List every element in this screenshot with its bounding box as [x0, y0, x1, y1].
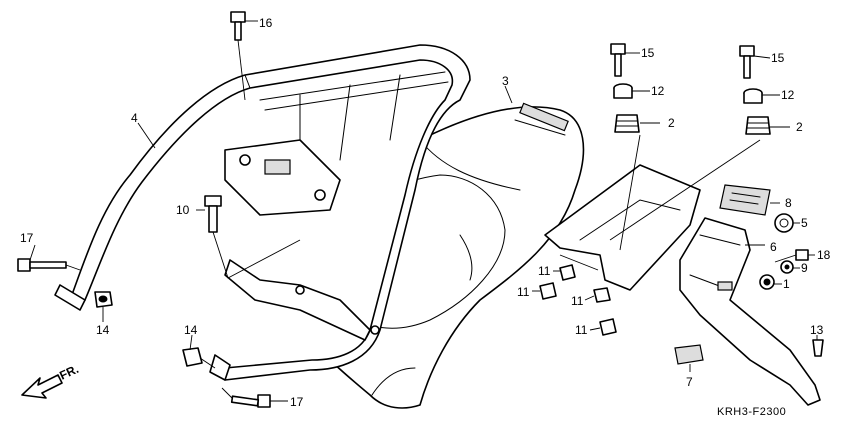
bolt-16 [230, 11, 246, 101]
callout-1: 1 [783, 277, 790, 291]
reflector-7 [674, 344, 704, 365]
grommet-2-left [614, 114, 640, 133]
callout-15-right: 15 [771, 51, 785, 65]
callout-5: 5 [801, 216, 808, 230]
direction-label: FR. [57, 362, 80, 383]
reflector-8 [719, 184, 771, 216]
bolt-17-bottom [221, 387, 271, 408]
callout-15-left: 15 [641, 46, 655, 60]
callout-17-left: 17 [20, 231, 34, 245]
callout-18: 18 [817, 248, 831, 262]
leader-lines [29, 20, 818, 402]
front-direction-arrow: FR. [21, 362, 81, 399]
nut-14-left [94, 291, 113, 308]
bolt-15-right [739, 45, 755, 79]
clip-11-a [559, 264, 576, 281]
callout-4: 4 [131, 111, 138, 125]
diagram-code: KRH3-F2300 [717, 406, 786, 418]
callout-3: 3 [502, 74, 509, 88]
callout-14-bottom: 14 [184, 323, 198, 337]
callout-12-left: 12 [651, 84, 665, 98]
callout-7: 7 [686, 375, 693, 389]
nut-14-bottom [182, 347, 216, 369]
rear-mudguard [679, 217, 821, 406]
nut-1 [759, 274, 775, 290]
bolt-17-left [17, 258, 81, 272]
callout-10: 10 [176, 203, 190, 217]
callout-11-a: 11 [538, 264, 551, 278]
clip-11-c [593, 287, 611, 303]
callout-13: 13 [810, 323, 824, 337]
callout-11-b: 11 [517, 285, 530, 299]
bolt-10 [204, 195, 301, 279]
callout-6: 6 [770, 240, 777, 254]
clip-11-b [539, 282, 557, 300]
grab-rail [54, 44, 471, 381]
callout-8: 8 [785, 196, 792, 210]
grommet-2-right [745, 116, 771, 135]
screw-13 [812, 339, 824, 357]
callout-2-right: 2 [796, 120, 803, 134]
callout-9: 9 [801, 261, 808, 275]
callout-14-left: 14 [96, 323, 110, 337]
collar-12-left [613, 83, 633, 99]
fender-stay [544, 134, 761, 291]
callout-11-c: 11 [571, 294, 584, 308]
callout-labels: 16 4 3 15 15 12 12 2 2 8 5 6 18 9 1 10 1… [20, 16, 831, 409]
callout-12-right: 12 [781, 88, 795, 102]
washer-9 [780, 260, 794, 274]
callout-2-left: 2 [668, 116, 675, 130]
bolt-15-left [610, 43, 626, 77]
clip-11-d [599, 318, 617, 336]
collar-12-right [743, 88, 763, 104]
callout-16: 16 [259, 16, 273, 30]
callout-17-bottom: 17 [290, 395, 304, 409]
callout-11-d: 11 [575, 323, 588, 337]
nut-5 [774, 213, 794, 233]
